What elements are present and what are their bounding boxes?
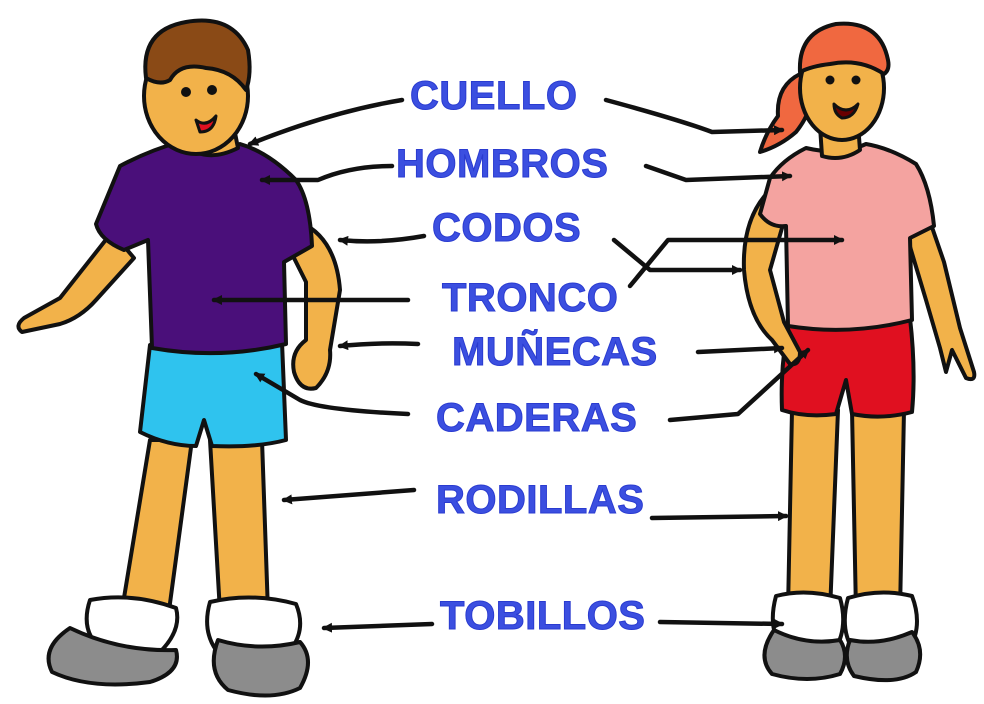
girl-hair (797, 21, 891, 76)
boy-mouth (194, 114, 218, 134)
boy-right-sock (205, 595, 303, 652)
label-munecas: MUÑECAS (452, 330, 658, 374)
arrow-tobillos-boy (321, 621, 435, 633)
arrow-rodillas-boy (281, 487, 417, 505)
girl-right-arm (906, 202, 977, 382)
boy-left-shoe (46, 626, 179, 687)
label-tobillos: TOBILLOS (439, 594, 646, 638)
arrow-tobillos-girl (657, 618, 785, 629)
label-tronco: TRONCO (441, 276, 619, 320)
girl-left-leg (786, 408, 840, 614)
girl-left-shoe (762, 628, 847, 681)
arrow-hombros-girl (643, 163, 793, 183)
label-rodillas: RODILLAS (435, 478, 645, 522)
girl-right-shoe (844, 630, 923, 683)
arrow-tronco-girl (627, 235, 845, 289)
girl-right-sock (842, 590, 919, 650)
arrow-rodillas-girl (649, 511, 789, 522)
boy-eye-left (181, 87, 191, 97)
arrow-cuello-boy (247, 97, 405, 147)
arrow-cuello-girl (603, 97, 785, 136)
girl-shorts (779, 316, 916, 419)
arrow-hombros-boy (259, 163, 395, 185)
label-hombros: HOMBROS (395, 142, 609, 186)
arrow-codos-girl (611, 237, 743, 275)
girl-right-leg (850, 408, 906, 614)
boy-left-sock (84, 595, 180, 654)
girl-shirt (758, 142, 936, 332)
boy-hair (143, 18, 252, 92)
girl-mouth (832, 102, 860, 120)
arrow-munecas-girl (695, 343, 785, 355)
arrow-caderas-boy (253, 371, 411, 417)
arrow-caderas-girl (667, 347, 811, 423)
boy-right-leg (208, 438, 270, 614)
girl-eye-left (825, 75, 835, 85)
arrow-munecas-boy (337, 340, 421, 351)
girl-eye-right (851, 75, 861, 85)
label-codos: CODOS (431, 206, 582, 250)
label-cuello: CUELLO (409, 74, 578, 118)
girl-figure (741, 21, 977, 683)
boy-shirt (94, 140, 314, 356)
boy-right-arm (288, 220, 342, 391)
arrows (211, 97, 845, 633)
boy-left-leg (120, 438, 194, 620)
boy-eye-right (207, 85, 217, 95)
boy-figure (16, 18, 342, 698)
label-caderas: CADERAS (435, 396, 638, 440)
boy-shorts (138, 340, 288, 449)
boy-left-arm (16, 230, 136, 334)
arrow-codos-boy (337, 233, 427, 246)
boy-right-shoe (211, 638, 310, 698)
